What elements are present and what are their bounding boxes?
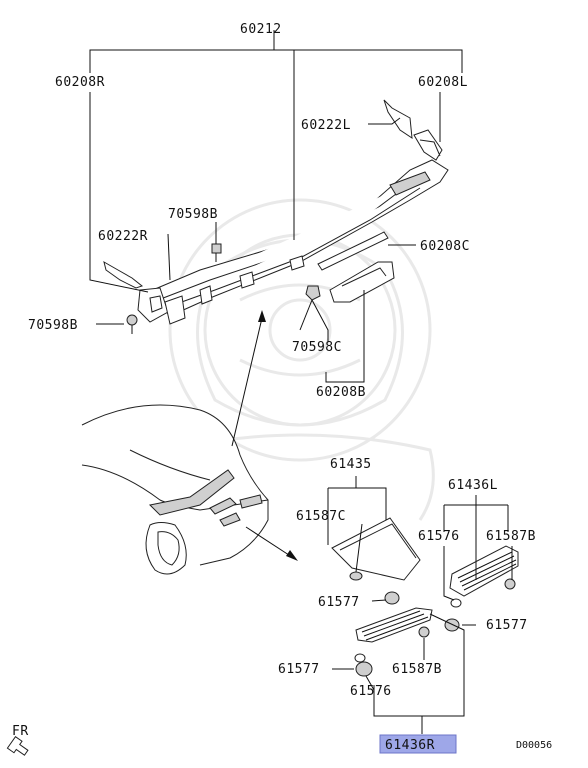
label-61587B-lower: 61587B bbox=[392, 662, 442, 677]
front-label: FR bbox=[12, 724, 29, 739]
label-60208R: 60208R bbox=[55, 75, 105, 90]
fasteners-lower bbox=[349, 571, 516, 677]
clip-70598B-top bbox=[211, 243, 222, 262]
label-61576-right: 61576 bbox=[418, 529, 460, 544]
label-61436L: 61436L bbox=[448, 478, 498, 493]
label-60222L: 60222L bbox=[301, 118, 351, 133]
label-60208B: 60208B bbox=[316, 385, 366, 400]
grille-61436L bbox=[449, 545, 519, 597]
label-70598B-top: 70598B bbox=[168, 207, 218, 222]
diagram-code: D00056 bbox=[516, 740, 552, 751]
clip-70598C bbox=[305, 285, 321, 301]
strip-60208C bbox=[317, 231, 389, 271]
label-61436R: 61436R bbox=[385, 738, 435, 753]
arrow-to-cowl bbox=[231, 310, 266, 447]
label-60222R: 60222R bbox=[98, 229, 148, 244]
label-61577-right: 61577 bbox=[486, 618, 528, 633]
label-61577-mid: 61577 bbox=[318, 595, 360, 610]
highlight-61436R bbox=[379, 734, 457, 754]
label-70598B-left: 70598B bbox=[28, 318, 78, 333]
cowl-top-panel bbox=[137, 159, 449, 325]
front-direction-indicator: FR bbox=[6, 724, 29, 756]
bracket-60208L bbox=[383, 99, 443, 161]
bracket-60208B bbox=[329, 261, 395, 303]
grille-61436R bbox=[355, 607, 433, 643]
label-60212: 60212 bbox=[240, 22, 282, 37]
arrow-to-vents bbox=[245, 526, 298, 561]
label-61435: 61435 bbox=[330, 457, 372, 472]
label-61577-left: 61577 bbox=[278, 662, 320, 677]
label-70598C: 70598C bbox=[292, 340, 342, 355]
clip-70598B-left bbox=[126, 314, 138, 334]
label-61587C: 61587C bbox=[296, 509, 346, 524]
leader-lines bbox=[89, 30, 513, 734]
vehicle-outline bbox=[81, 404, 269, 575]
vent-cover-61435 bbox=[331, 517, 421, 581]
label-60208C: 60208C bbox=[420, 239, 470, 254]
seal-60222R bbox=[103, 260, 144, 289]
label-61576-lower: 61576 bbox=[350, 684, 392, 699]
label-60208L: 60208L bbox=[418, 75, 468, 90]
label-61587B-right: 61587B bbox=[486, 529, 536, 544]
front-arrow-icon bbox=[6, 735, 29, 756]
